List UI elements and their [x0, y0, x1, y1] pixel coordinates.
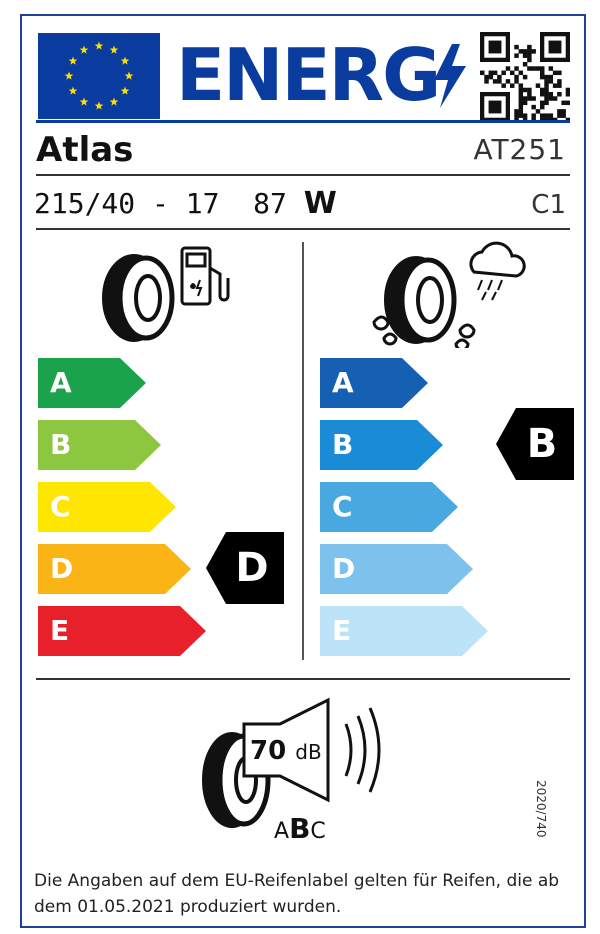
lightning-bolt-icon: [434, 44, 466, 108]
wet-grip-class-label: C: [332, 490, 353, 523]
noise-unit: dB: [295, 740, 322, 764]
qr-code-icon: [480, 32, 570, 122]
fuel-class-label: B: [50, 428, 72, 461]
fuel-class-b-bar: B: [38, 420, 161, 470]
fuel-class-label: C: [50, 490, 71, 523]
eu-star-icon: [68, 56, 78, 65]
wet-grip-class-label: E: [332, 614, 352, 647]
fuel-class-c-bar: C: [38, 482, 176, 532]
wet-grip-class-c-bar: C: [320, 482, 458, 532]
divider: [36, 228, 570, 230]
brand-name: Atlas: [36, 130, 134, 170]
eu-star-icon: [79, 45, 89, 54]
fuel-class-label: A: [50, 366, 72, 399]
wet-grip-class-label: D: [332, 552, 356, 585]
eu-star-icon: [94, 41, 104, 50]
noise-value: 70: [250, 736, 287, 766]
eu-star-icon: [68, 86, 78, 95]
eu-flag: [38, 33, 160, 119]
column-divider: [302, 242, 304, 660]
tyre-model: AT251: [473, 133, 566, 166]
fuel-rating-marker: D: [206, 532, 284, 608]
fuel-class-a-bar: A: [38, 358, 146, 408]
noise-class-c: C: [310, 819, 326, 844]
wet-grip-rating-marker: B: [496, 408, 574, 484]
noise-class-scale: ABC: [274, 812, 326, 845]
noise-speaker-icon: [202, 697, 381, 828]
tyre-size-designation: 215/40 - 17 87 W: [34, 184, 337, 224]
eu-star-icon: [94, 101, 104, 110]
divider: [36, 174, 570, 176]
regulation-number: 2020/740: [534, 780, 548, 838]
tyre-class: C1: [531, 190, 566, 220]
eu-star-icon: [120, 86, 130, 95]
noise-class-a: A: [274, 819, 290, 844]
tyre-size: 215/40 - 17: [34, 187, 220, 220]
speed-symbol: W: [303, 186, 337, 221]
wet-grip-class-e-bar: E: [320, 606, 488, 656]
wet-grip-rating-letter: B: [526, 421, 558, 467]
fuel-rating-letter: D: [235, 545, 269, 591]
fuel-class-d-bar: D: [38, 544, 191, 594]
footer-note: Die Angaben auf dem EU-Reifenlabel gelte…: [34, 871, 560, 917]
eu-star-icon: [79, 97, 89, 106]
wet-grip-class-d-bar: D: [320, 544, 473, 594]
eu-star-icon: [109, 45, 119, 54]
fuel-class-label: D: [50, 552, 74, 585]
eu-star-icon: [64, 71, 74, 80]
wet-grip-class-label: B: [332, 428, 354, 461]
fuel-class-e-bar: E: [38, 606, 206, 656]
energy-title: ENERG: [176, 33, 441, 117]
header-divider: [36, 120, 570, 123]
fuel-class-label: E: [50, 614, 70, 647]
rain-cloud-icon: [372, 241, 526, 348]
load-index: 87: [253, 187, 287, 220]
eu-star-icon: [109, 97, 119, 106]
fuel-pump-icon: [102, 246, 230, 342]
wet-grip-class-label: A: [332, 366, 354, 399]
eu-star-icon: [124, 71, 134, 80]
eu-stars-icon: [64, 41, 134, 110]
wet-grip-class-a-bar: A: [320, 358, 428, 408]
divider: [36, 678, 570, 680]
noise-class-b: B: [289, 812, 311, 845]
noise-level: 70 dB: [250, 736, 322, 766]
wet-grip-class-b-bar: B: [320, 420, 443, 470]
eu-star-icon: [120, 56, 130, 65]
